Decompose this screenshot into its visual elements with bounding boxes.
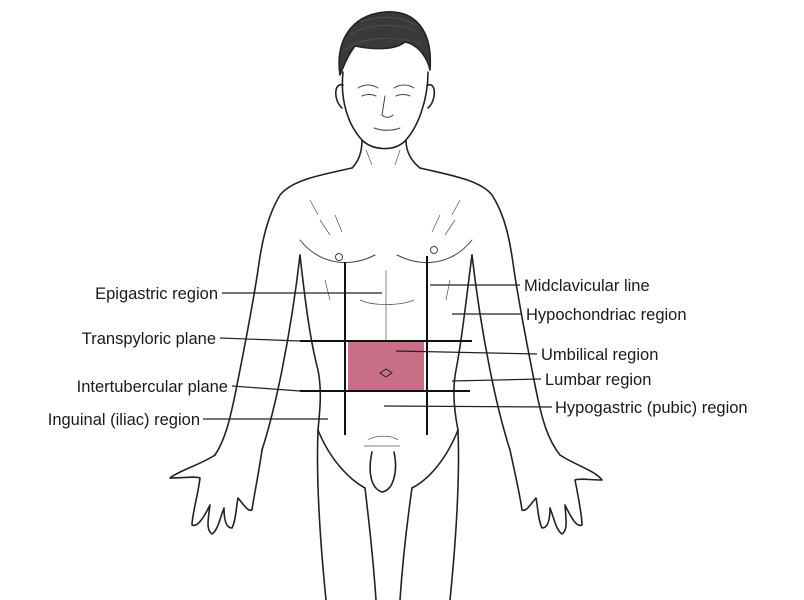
epigastric-region-label: Epigastric region: [95, 285, 218, 303]
inguinal-region-label: Inguinal (iliac) region: [48, 411, 200, 429]
intertubercular-plane-label: Intertubercular plane: [77, 378, 228, 396]
intertubercular-leader: [232, 386, 300, 391]
hypogastric-leader: [384, 406, 552, 407]
lumbar-leader: [452, 379, 541, 381]
midclavicular-line-label: Midclavicular line: [524, 277, 650, 295]
lumbar-region-label: Lumbar region: [545, 371, 651, 389]
umbilical-region-highlight: [348, 341, 424, 391]
hypogastric-region-label: Hypogastric (pubic) region: [555, 399, 748, 417]
hypochondriac-region-label: Hypochondriac region: [526, 306, 687, 324]
transpyloric-plane-label: Transpyloric plane: [82, 330, 216, 348]
umbilical-region-label: Umbilical region: [541, 346, 658, 364]
